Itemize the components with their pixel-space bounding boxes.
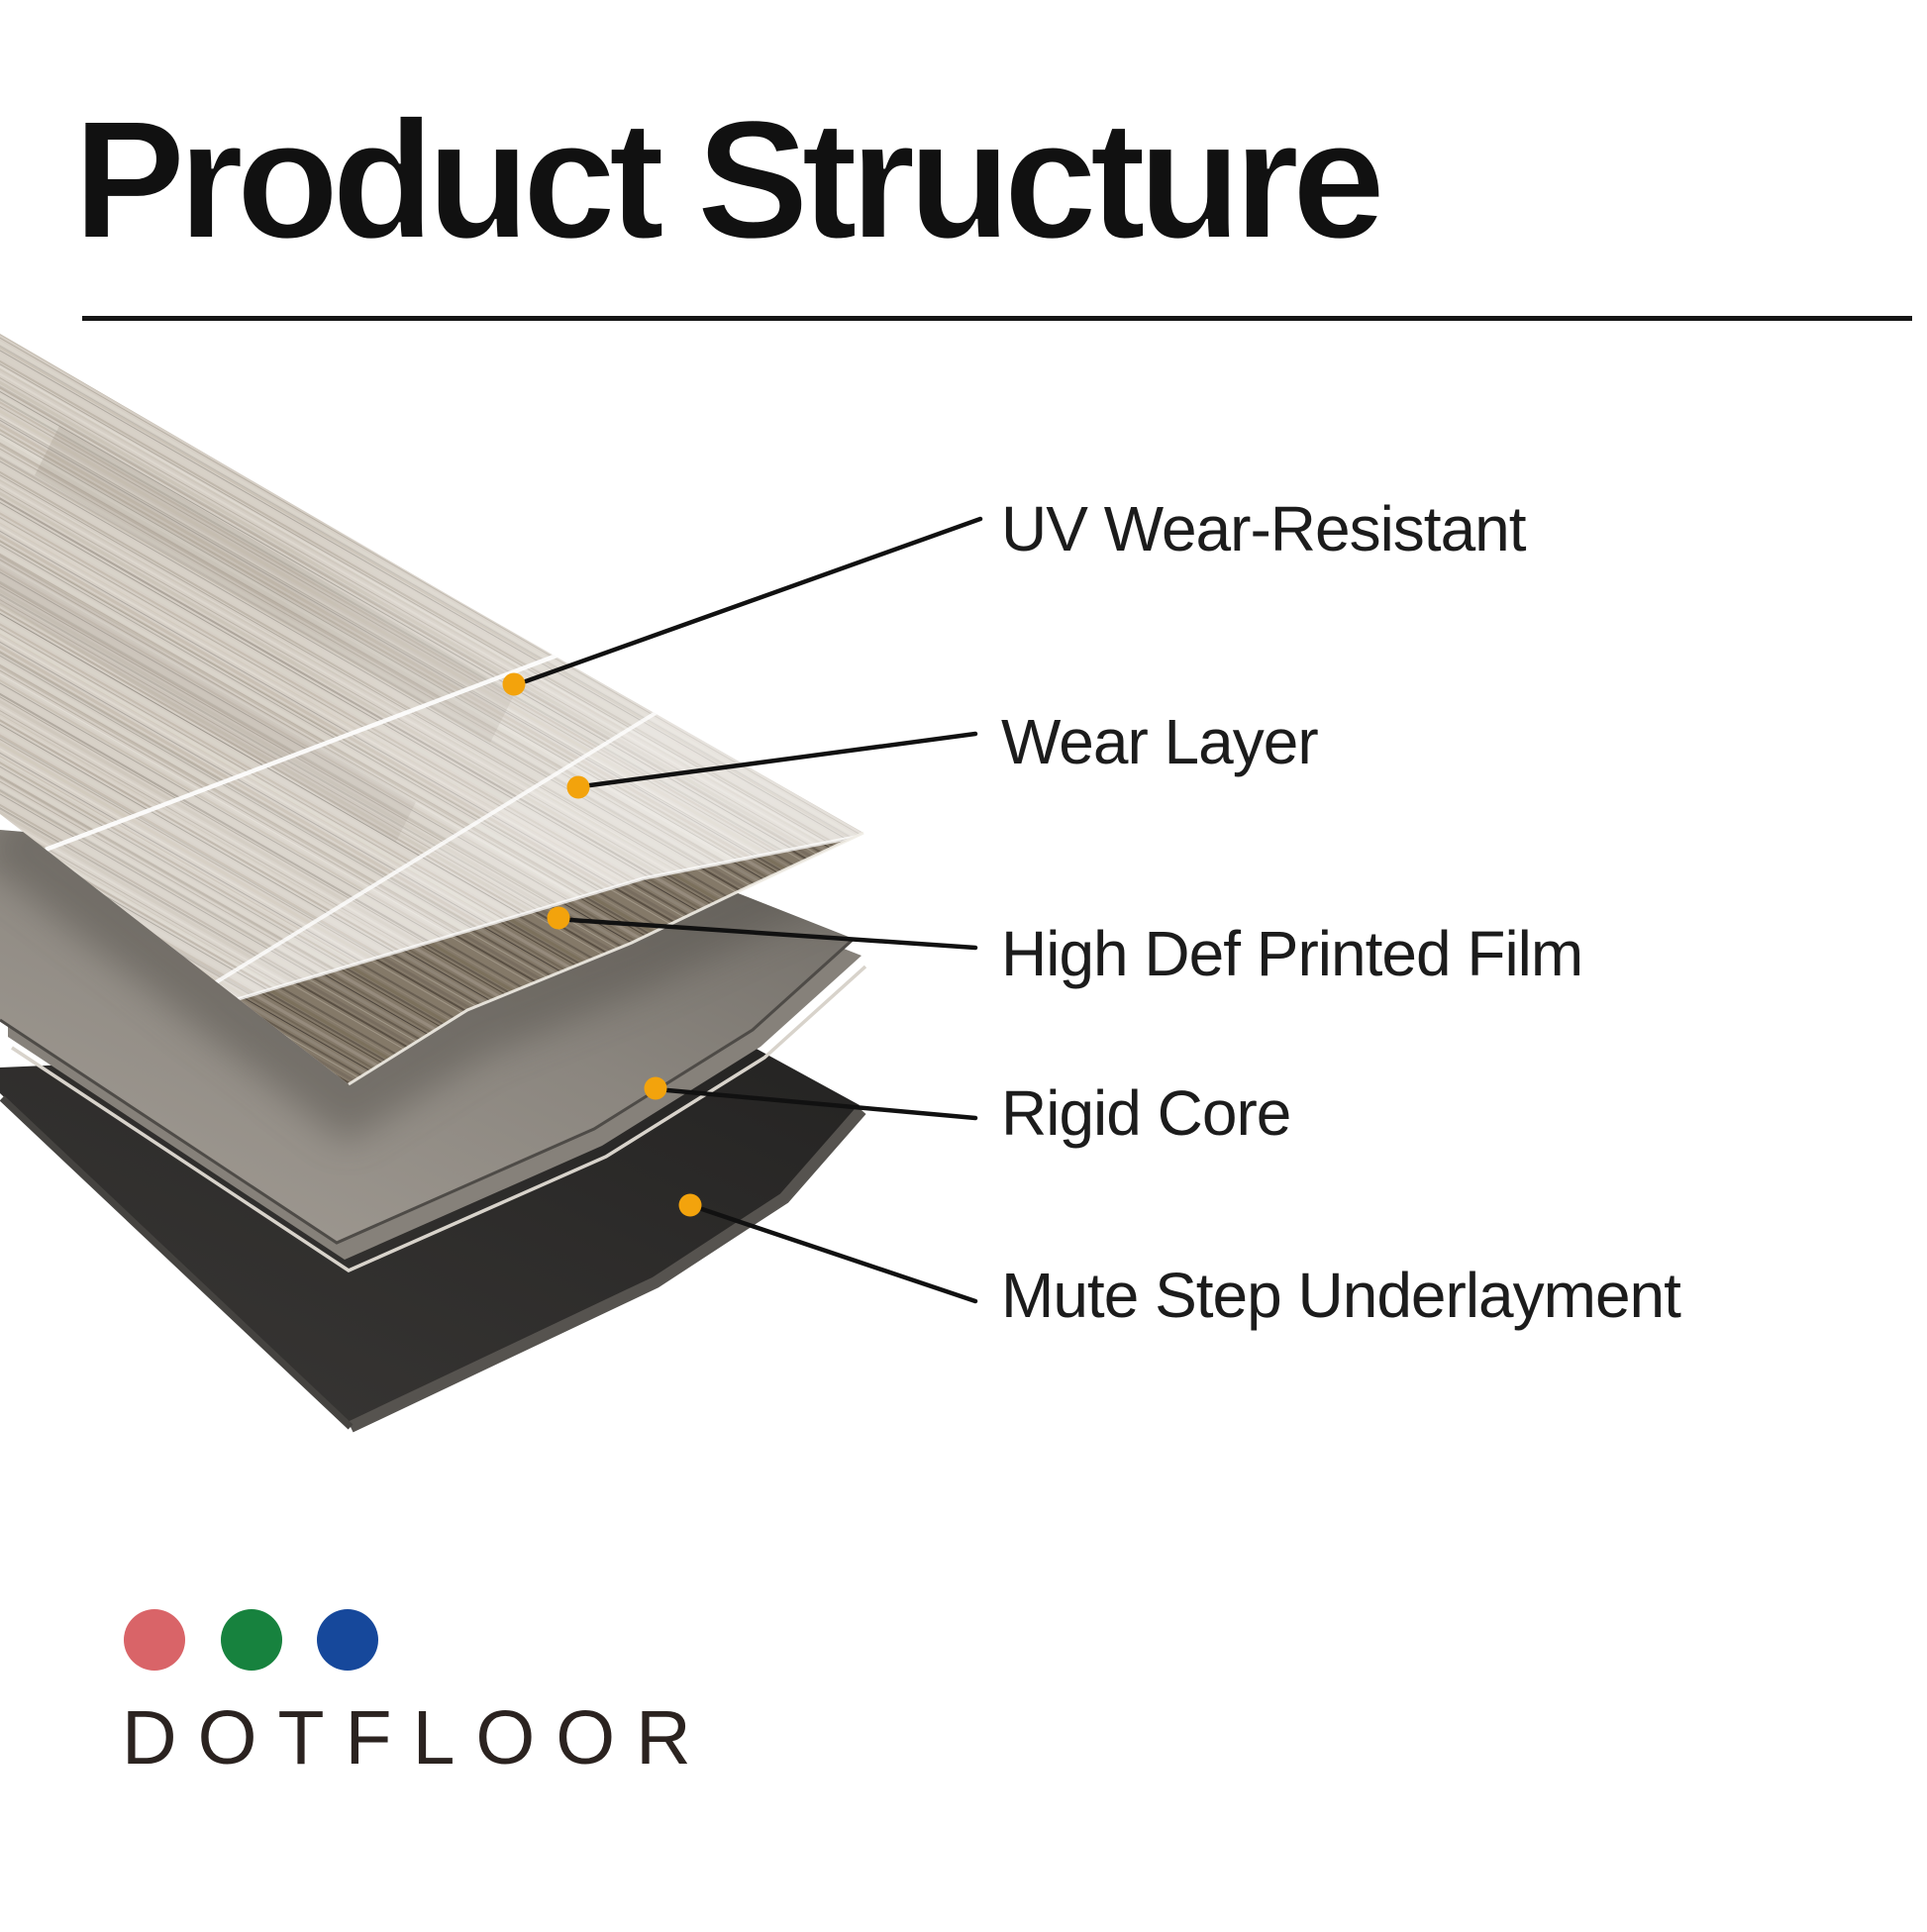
svg-text:High Def Printed Film: High Def Printed Film — [1001, 918, 1582, 989]
svg-text:Rigid Core: Rigid Core — [1001, 1077, 1290, 1149]
svg-text:DOTFLOOR: DOTFLOOR — [122, 1695, 712, 1780]
svg-text:Wear Layer: Wear Layer — [1001, 706, 1318, 777]
svg-text:Mute Step Underlayment: Mute Step Underlayment — [1001, 1260, 1681, 1331]
svg-text:UV Wear-Resistant: UV Wear-Resistant — [1001, 493, 1527, 564]
svg-text:Product Structure: Product Structure — [73, 86, 1380, 274]
